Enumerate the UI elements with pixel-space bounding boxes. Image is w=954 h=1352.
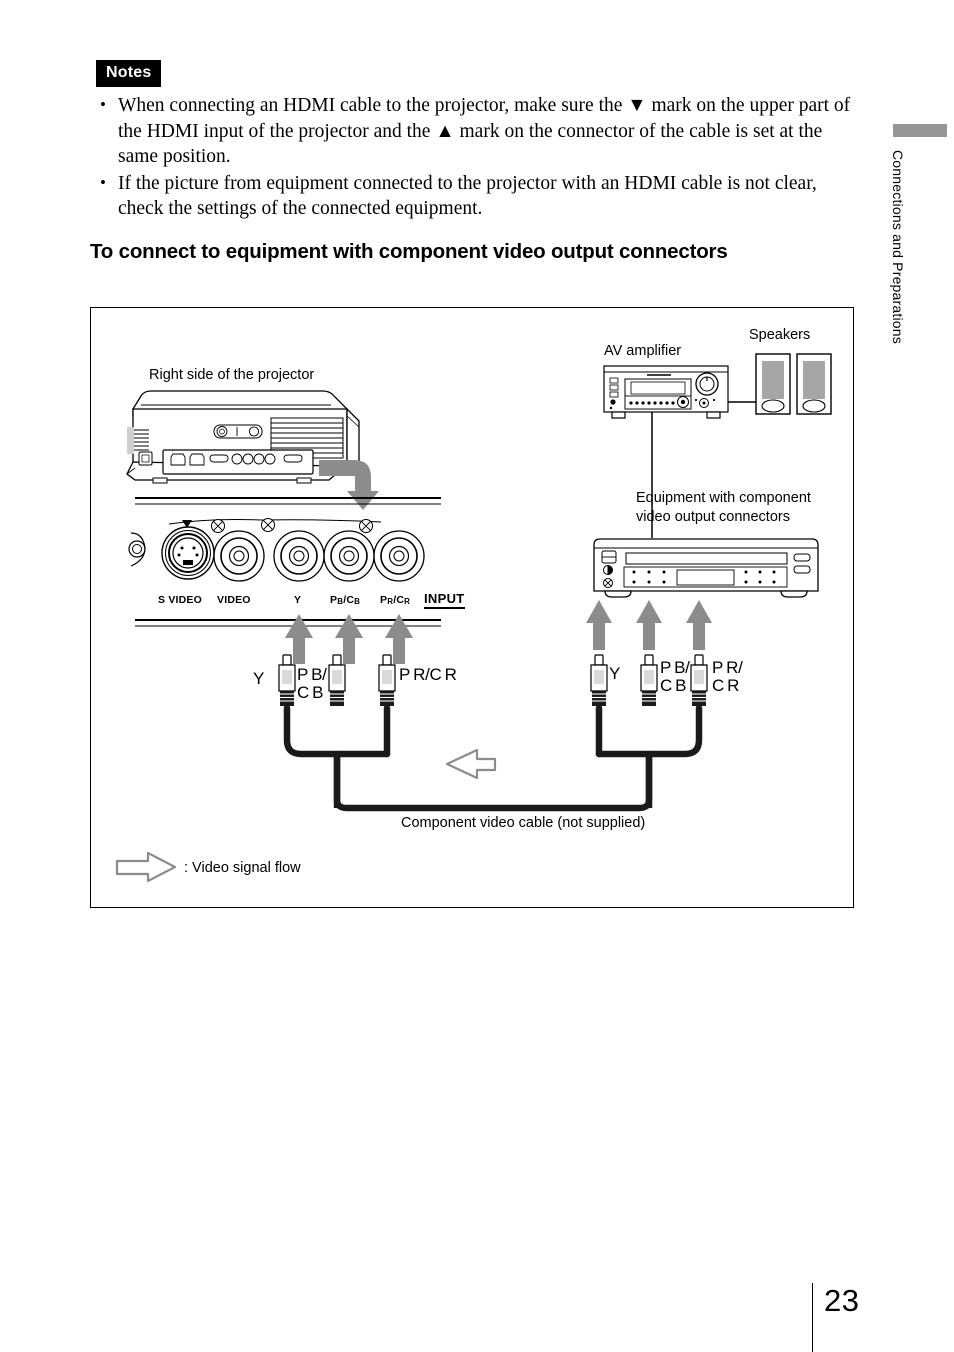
projector-caption: Right side of the projector	[149, 367, 315, 383]
component-video-cable	[283, 704, 703, 812]
rca-jack-pr-cr	[373, 530, 425, 582]
plug-label-right-y: Y	[609, 664, 621, 683]
note-text: When connecting an HDMI cable to the pro…	[118, 95, 851, 167]
av-amplifier-label: AV amplifier	[604, 343, 682, 359]
rca-jack-video	[213, 530, 265, 582]
panel-screws	[211, 518, 373, 533]
notes-list: • When connecting an HDMI cable to the p…	[96, 93, 856, 222]
note-item: • When connecting an HDMI cable to the p…	[96, 93, 856, 170]
notes-block: Notes • When connecting an HDMI cable to…	[96, 60, 856, 223]
rca-jack-y	[273, 530, 325, 582]
plug-label-right-pr-cr: P R/C R	[712, 658, 743, 695]
equipment-illustration	[593, 538, 819, 598]
panel-label-y: Y	[294, 594, 302, 606]
plug-label-left-pb-cb: P B/C B	[297, 665, 327, 702]
left-rca-plugs-and-cable	[278, 654, 703, 812]
left-signal-arrows	[285, 614, 413, 664]
side-tab-label: Connections and Preparations	[890, 150, 906, 344]
projector-illustration	[126, 390, 360, 484]
panel-label-video: VIDEO	[217, 594, 251, 606]
page-number-rule	[812, 1283, 813, 1352]
connector-panel-closeup	[128, 497, 441, 627]
s-video-jack	[161, 520, 215, 580]
note-text: If the picture from equipment connected …	[118, 172, 817, 220]
video-signal-flow-legend-icon	[115, 851, 177, 883]
speakers-illustration	[755, 353, 832, 415]
projector-pointer-arrow	[319, 460, 379, 510]
panel-label-pb-cb: PB/CB	[330, 594, 361, 606]
plug-label-left-y: Y	[253, 669, 265, 688]
plug-label-left-pr-cr: P R/C R	[399, 665, 457, 684]
video-signal-flow-arrow-inline	[445, 748, 497, 780]
notes-badge: Notes	[96, 60, 162, 87]
bullet-icon: •	[100, 95, 106, 114]
right-signal-arrows	[586, 600, 712, 650]
section-heading: To connect to equipment with component v…	[90, 240, 728, 263]
bullet-icon: •	[100, 172, 106, 192]
equipment-label: Equipment with component video output co…	[636, 490, 811, 525]
panel-label-s-video: S VIDEO	[158, 594, 202, 606]
side-tab-bar	[893, 124, 947, 137]
av-amplifier-illustration	[603, 365, 729, 419]
cable-caption: Component video cable (not supplied)	[401, 815, 646, 831]
panel-label-pr-cr: PR/CR	[380, 594, 411, 606]
speakers-label: Speakers	[749, 327, 811, 343]
triangle-down-marker	[182, 520, 192, 528]
page-number: 23	[824, 1283, 860, 1318]
rca-jack-pb-cb	[323, 530, 375, 582]
legend-label: : Video signal flow	[184, 860, 301, 876]
note-item: • If the picture from equipment connecte…	[96, 171, 856, 222]
projector-vent-left	[133, 429, 149, 451]
connection-diagram: Right side of the projector AV amplifier…	[90, 307, 854, 908]
right-rca-plugs	[590, 654, 708, 706]
panel-label-input: INPUT	[424, 591, 465, 609]
plug-label-right-pb-cb: P B/C B	[660, 658, 690, 695]
diagram-illustration	[115, 353, 832, 883]
